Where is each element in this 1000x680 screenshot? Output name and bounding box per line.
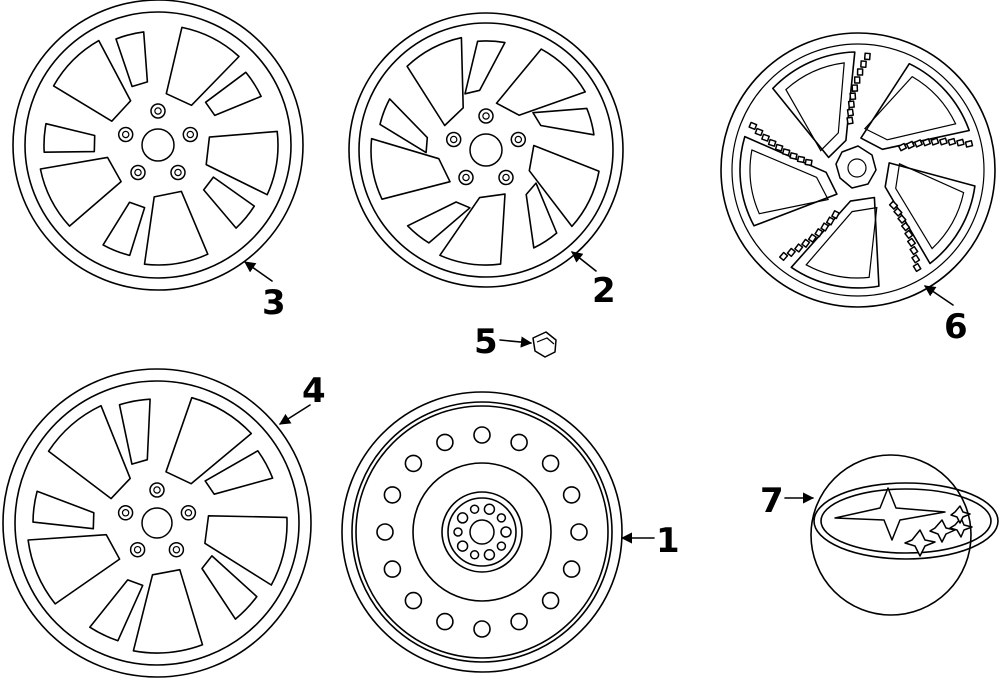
callout-6: 6	[944, 307, 968, 347]
leader-5	[499, 336, 533, 348]
callout-7: 7	[760, 481, 784, 521]
callout-5: 5	[474, 322, 498, 362]
wheel-part-2[interactable]	[348, 12, 624, 288]
wheel-part-3[interactable]	[12, 0, 304, 291]
callout-1: 1	[656, 521, 680, 561]
star-emblem-icon	[834, 487, 973, 557]
leader-2	[571, 251, 597, 272]
wheel-cover-part-6[interactable]	[720, 32, 996, 308]
wheel-part-4[interactable]	[2, 368, 312, 678]
callout-leaders	[244, 251, 954, 544]
steel-wheel-part-1[interactable]	[341, 391, 623, 673]
leader-6	[924, 285, 954, 306]
leader-3	[244, 261, 273, 282]
callout-3: 3	[262, 283, 286, 323]
lug-nut-part-5[interactable]	[532, 331, 557, 358]
callout-4: 4	[302, 371, 326, 411]
leader-4	[279, 404, 311, 425]
callout-2: 2	[592, 271, 616, 311]
center-cap-part-7[interactable]	[810, 454, 999, 616]
